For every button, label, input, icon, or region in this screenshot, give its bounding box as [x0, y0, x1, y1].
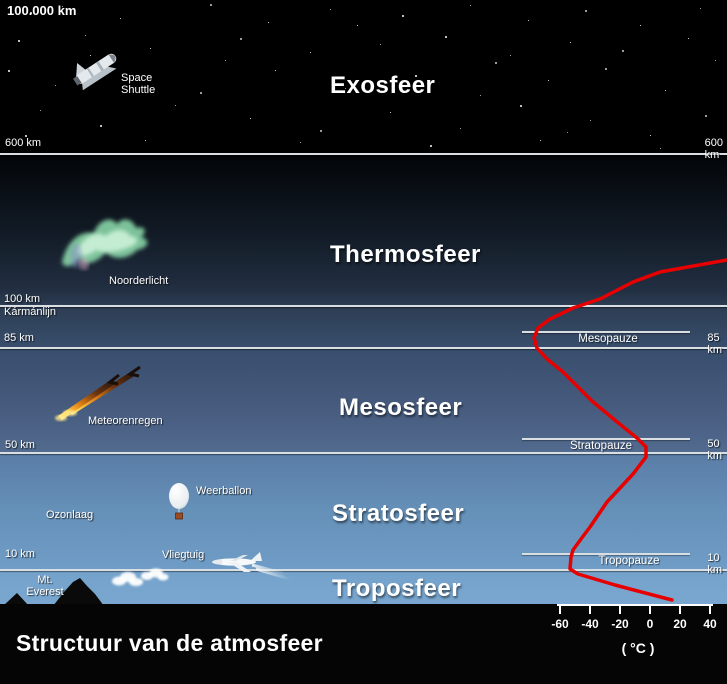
star-dot [200, 92, 202, 94]
star-dot [445, 36, 447, 38]
star-dot [300, 142, 302, 144]
feature-label: Space Shuttle [121, 72, 156, 96]
title-bar: Structuur van de atmosfeer [0, 604, 727, 684]
feature-label: Vliegtuig [162, 549, 205, 561]
star-dot [700, 8, 702, 10]
pause-label: Tropopauze [598, 555, 660, 567]
star-dot [100, 125, 102, 127]
star-dot [520, 105, 522, 107]
star-dot [62, 6, 64, 8]
star-dot [380, 44, 382, 46]
altitude-label: Kármánlijn [4, 306, 56, 318]
star-dot [310, 52, 312, 54]
altitude-label: 50 km [707, 438, 722, 462]
altitude-line [0, 347, 727, 349]
star-dot [240, 38, 242, 40]
star-dot [130, 78, 132, 80]
star-dot [25, 135, 27, 137]
star-dot [145, 140, 147, 142]
feature-label: Ozonlaag [46, 509, 94, 521]
layer-name-mesosfeer: Mesosfeer [339, 394, 463, 421]
star-dot [175, 105, 177, 107]
star-dot [470, 5, 472, 7]
star-dot [320, 130, 322, 132]
star-dot [528, 20, 530, 22]
feature-label: Weerballon [196, 485, 252, 497]
star-dot [120, 18, 122, 20]
star-dot [640, 25, 642, 27]
feature-label: Noorderlicht [109, 275, 169, 287]
star-dot [210, 4, 212, 6]
star-dot [688, 38, 690, 40]
altitude-label: 85 km [707, 332, 722, 356]
altitude-line [0, 452, 727, 454]
star-dot [585, 10, 587, 12]
altitude-label: 50 km [5, 439, 35, 451]
star-dot [495, 62, 497, 64]
star-dot [415, 75, 417, 77]
pause-label: Mesopauze [578, 333, 638, 345]
star-dot [660, 148, 662, 150]
star-dot [357, 25, 359, 27]
star-dot [345, 88, 347, 90]
altitude-label: 100 km [4, 293, 41, 305]
altitude-label: 600 km [5, 137, 42, 149]
star-dot [622, 50, 624, 52]
star-dot [590, 120, 592, 122]
layer-name-exosfeer: Exosfeer [330, 72, 436, 99]
star-dot [548, 80, 550, 82]
star-dot [480, 95, 482, 97]
star-dot [40, 110, 42, 112]
layer-name-stratosfeer: Stratosfeer [332, 500, 465, 527]
star-dot [715, 60, 717, 62]
star-dot [150, 48, 152, 50]
altitude-label: 600 km [704, 137, 723, 161]
star-dot [250, 118, 252, 120]
feature-label: Mt. Everest [26, 574, 64, 598]
star-dot [665, 90, 667, 92]
star-dot [275, 70, 277, 72]
star-dot [705, 115, 707, 117]
star-dot [570, 42, 572, 44]
altitude-label: 10 km [707, 552, 722, 576]
star-dot [85, 35, 87, 37]
star-dot [460, 128, 462, 130]
star-dot [567, 132, 569, 134]
star-dot [390, 112, 392, 114]
star-dot [510, 55, 512, 57]
star-dot [650, 135, 652, 137]
star-dot [605, 68, 607, 70]
star-dot [402, 15, 404, 17]
altitude-line [0, 305, 727, 307]
feature-label: Meteorenregen [88, 415, 163, 427]
star-dot [540, 140, 542, 142]
star-dot [330, 9, 332, 11]
star-dot [30, 12, 32, 14]
altitude-label: 10 km [5, 548, 35, 560]
star-dot [225, 60, 227, 62]
pause-label: Stratopauze [569, 440, 633, 452]
star-dot [8, 70, 10, 72]
star-dot [18, 40, 20, 42]
layer-name-troposfeer: Troposfeer [332, 575, 462, 602]
layer-name-thermosfeer: Thermosfeer [330, 241, 481, 268]
altitude-line [0, 153, 727, 155]
star-dot [268, 22, 270, 24]
star-dot [55, 85, 57, 87]
altitude-label: 100.000 km [7, 3, 77, 18]
altitude-line [0, 569, 727, 571]
altitude-label: 85 km [4, 332, 34, 344]
star-dot [430, 145, 432, 147]
diagram-title: Structuur van de atmosfeer [16, 630, 323, 656]
